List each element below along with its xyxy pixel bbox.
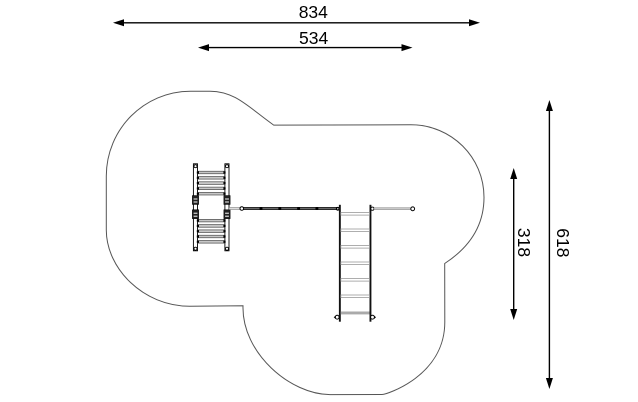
svg-text:618: 618 — [553, 228, 573, 257]
svg-text:834: 834 — [299, 2, 328, 22]
svg-text:534: 534 — [299, 28, 328, 48]
svg-text:318: 318 — [514, 228, 534, 257]
